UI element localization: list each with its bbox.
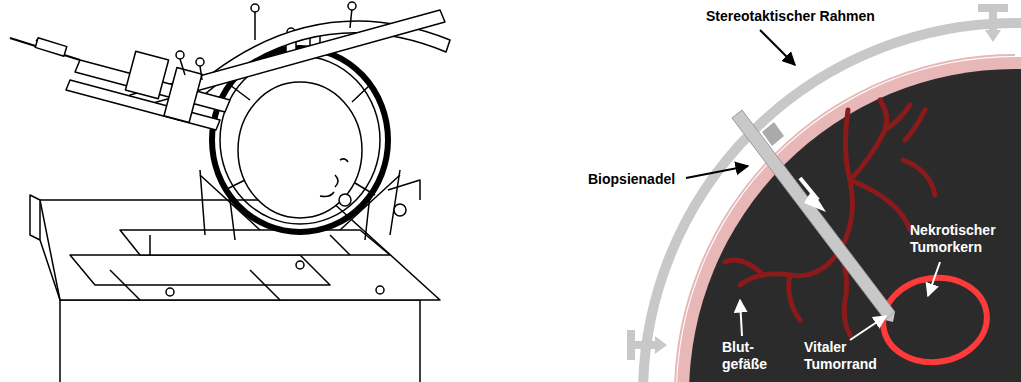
schematic [627,4,1021,382]
blood-vessels [725,100,935,335]
core-label: Nekrotischer Tumorkern [910,222,1010,256]
vessel-label: Blut- gefäße [722,339,774,373]
biopsy-needle [732,110,895,322]
margin-label: Vitaler Tumorrand [804,339,874,373]
frame-label: Stereotaktischer Rahmen [706,8,875,25]
needle-label: Biopsienadel [588,171,675,188]
frame-drawing [10,2,450,382]
